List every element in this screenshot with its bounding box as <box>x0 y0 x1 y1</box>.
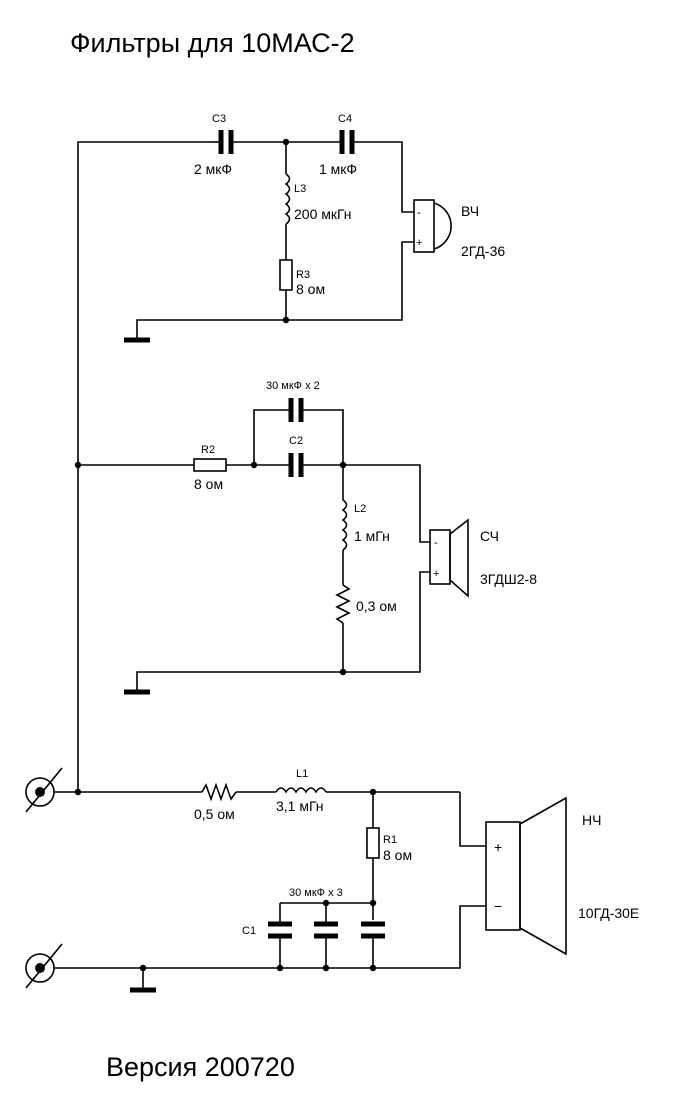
junction-dot <box>322 964 330 972</box>
capacitor-c2: C2 <box>288 435 343 477</box>
lf-speaker-label: НЧ <box>582 812 601 828</box>
input-terminal-positive <box>25 767 63 813</box>
mf-minus-label: - <box>434 537 438 549</box>
mf-speaker-model: 3ГДШ2-8 <box>480 571 537 587</box>
main-bus <box>77 141 210 792</box>
version-label: Версия 200720 <box>106 1052 295 1082</box>
c4-ref: C4 <box>338 113 352 125</box>
c3-value: 2 мкФ <box>194 161 232 177</box>
hf-speaker-label: ВЧ <box>461 203 479 219</box>
r1-value: 8 ом <box>383 847 412 863</box>
hf-plus-label: + <box>416 237 422 249</box>
mf-resistor-value: 0,3 ом <box>356 598 397 614</box>
tweeter-speaker: - + ВЧ 2ГД-36 <box>413 199 505 259</box>
resistor-lf-series: 0,5 ом <box>78 782 276 822</box>
junction-dot <box>276 964 284 972</box>
mf-parallel-cap-value: 30 мкФ x 2 <box>266 380 320 392</box>
c3-ref: C3 <box>212 113 226 125</box>
resistor-r1: R1 8 ом <box>366 792 412 920</box>
lf-cap-bank-value: 30 мкФ x 3 <box>289 887 343 899</box>
r1-ref: R1 <box>383 834 397 846</box>
l3-value: 200 мкГн <box>294 206 352 222</box>
c2-ref: C2 <box>289 435 303 447</box>
r2-value: 8 ом <box>194 476 223 492</box>
lf-plus-label: + <box>494 839 502 855</box>
capacitor-bank-c1: 30 мкФ x 3 C1 <box>242 887 385 968</box>
mf-filter: R2 8 ом 30 мкФ x 2 C2 L2 1 мГн <box>74 380 537 695</box>
lf-resistor-value: 0,5 ом <box>194 806 235 822</box>
l1-value: 3,1 мГн <box>276 798 324 814</box>
r2-ref: R2 <box>201 444 215 456</box>
input-terminal-negative <box>25 943 63 989</box>
lf-filter: 0,5 ом L1 3,1 мГн R1 8 ом <box>25 767 639 993</box>
capacitor-c4: C4 1 мкФ <box>319 113 414 213</box>
inductor-l3: L3 200 мкГн <box>284 142 352 260</box>
c1-ref: C1 <box>242 925 256 937</box>
l1-ref: L1 <box>296 768 308 780</box>
r3-value: 8 ом <box>296 281 325 297</box>
l3-ref: L3 <box>294 183 306 195</box>
hf-minus-label: - <box>417 207 421 219</box>
l2-value: 1 мГн <box>354 528 390 544</box>
hf-filter: C3 2 мкФ C4 1 мкФ L3 200 мкГн R3 8 ом <box>124 113 505 343</box>
capacitor-parallel: 30 мкФ x 2 <box>253 380 344 465</box>
mf-plus-label: + <box>433 568 439 580</box>
midrange-speaker: - + СЧ 3ГДШ2-8 <box>429 518 537 598</box>
resistor-mf-series: 0,3 ом <box>335 584 397 672</box>
resistor-r2: R2 8 ом <box>78 444 289 492</box>
resistor-r3: R3 8 ом <box>279 259 325 320</box>
junction-dot <box>369 964 377 972</box>
c4-value: 1 мкФ <box>319 161 357 177</box>
hf-speaker-model: 2ГД-36 <box>461 243 505 259</box>
mf-speaker-label: СЧ <box>480 528 499 544</box>
inductor-l2: L2 1 мГн <box>341 465 390 585</box>
lf-speaker-model: 10ГД-30Е <box>578 905 639 921</box>
page-title: Фильтры для 10МАС-2 <box>70 28 355 58</box>
inductor-l1: L1 3,1 мГн <box>275 768 460 814</box>
lf-minus-label: − <box>494 898 502 914</box>
l2-ref: L2 <box>354 503 366 515</box>
woofer-speaker: + − НЧ 10ГД-30Е <box>485 796 639 956</box>
r3-ref: R3 <box>296 269 310 281</box>
